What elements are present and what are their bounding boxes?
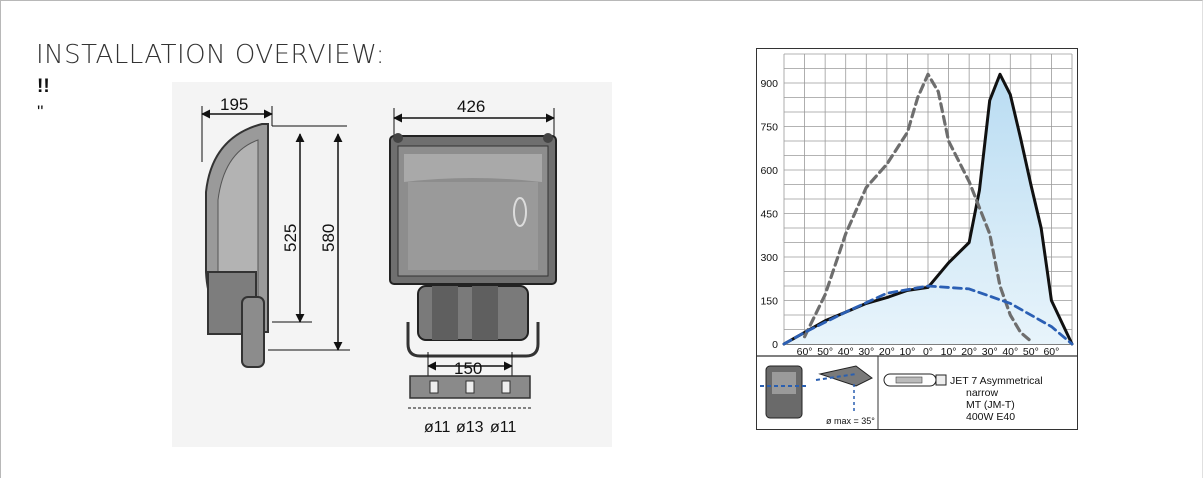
section-heading: INSTALLATION OVERVIEW:: [36, 40, 386, 70]
y-axis-ticks: 0 150 300 450 600 750 900: [760, 78, 778, 351]
lamp-line-2: narrow: [966, 387, 999, 399]
series-line-dashed-blue: [782, 284, 1074, 346]
dim-depth-label: 195: [220, 95, 248, 114]
lamp-line-3: MT (JM-T): [966, 399, 1015, 411]
lamp-line-4: 400W E40: [966, 411, 1015, 423]
luminaire-front-icon: [760, 365, 808, 419]
x-axis-ticks: 60° 50° 40° 30° 20° 10° 0° 10° 20° 30° 40° 50° 60°: [797, 346, 1060, 358]
y-tick-label: 600: [760, 165, 778, 177]
hole-2-label: ø13: [456, 419, 484, 436]
mounting-bracket-plate: [409, 375, 531, 399]
mark-double-quote: '': [37, 102, 44, 121]
y-tick-label: 900: [760, 78, 778, 90]
hole-1-label: ø11: [424, 419, 450, 436]
hole-3-label: ø11: [490, 419, 516, 436]
y-tick-label: 0: [772, 339, 778, 351]
dim-mount-height-label: 525: [281, 224, 300, 252]
front-view-luminaire: [389, 133, 557, 358]
angle-note: ø max = 35°: [826, 416, 875, 426]
x-tick-label: 10°: [941, 346, 957, 358]
chart-legend-panel: ø max = 35° JET 7 Asymmetrical narrow MT…: [756, 355, 1078, 430]
y-tick-label: 300: [760, 252, 778, 264]
series-area-fill: [784, 74, 1072, 345]
x-tick-label: 40°: [838, 346, 854, 358]
dimension-drawing: 195 525 580 426 150 ø11 ø13 ø11: [172, 82, 612, 447]
chart-series: [782, 72, 1074, 346]
y-tick-label: 450: [760, 209, 778, 221]
light-distribution-chart: 0 150 300 450 600 750 900 60° 50° 40° 30° 20° 10° 0°…: [756, 48, 1078, 430]
y-tick-label: 150: [760, 296, 778, 308]
x-tick-label: 10°: [899, 346, 915, 358]
dim-bracket-label: 150: [454, 359, 482, 378]
lamp-line-1: JET 7 Asymmetrical: [950, 375, 1043, 387]
x-tick-label: 20°: [879, 346, 895, 358]
luminaire-side-icon: [815, 365, 873, 412]
x-tick-label: 50°: [817, 346, 833, 358]
x-tick-label: 50°: [1023, 346, 1039, 358]
x-tick-label: 0°: [923, 346, 933, 358]
dim-width-label: 426: [457, 97, 485, 116]
dim-total-height-label: 580: [319, 224, 338, 252]
mark-double-exclamation: !!: [37, 76, 50, 97]
x-tick-label: 30°: [982, 346, 998, 358]
y-tick-label: 750: [760, 122, 778, 134]
x-tick-label: 60°: [797, 346, 813, 358]
x-tick-label: 60°: [1043, 346, 1059, 358]
x-tick-label: 40°: [1002, 346, 1018, 358]
side-view-luminaire: [205, 123, 269, 368]
lamp-icon: [883, 373, 947, 387]
x-tick-label: 20°: [961, 346, 977, 358]
x-tick-label: 30°: [858, 346, 874, 358]
